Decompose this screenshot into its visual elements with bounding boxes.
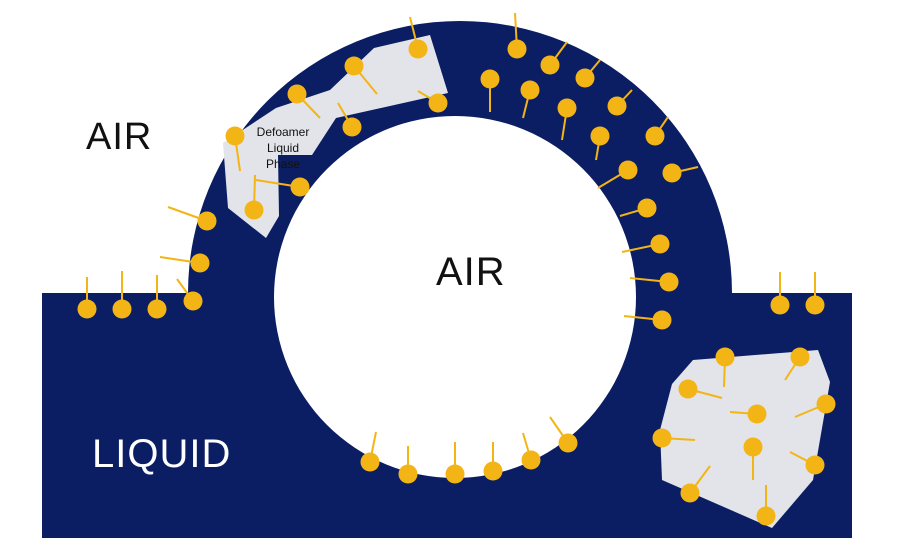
surfactant-head (608, 97, 627, 116)
surfactant-head (559, 434, 578, 453)
surfactant-head (591, 127, 610, 146)
surfactant-head (744, 438, 763, 457)
surfactant-head (541, 56, 560, 75)
surfactant-head (409, 40, 428, 59)
defoamer-label-line-1: Defoamer (248, 124, 318, 140)
surfactant-head (522, 451, 541, 470)
surfactant-head (716, 348, 735, 367)
surfactant-head (226, 127, 245, 146)
surfactant-head (78, 300, 97, 319)
surfactant-head (653, 429, 672, 448)
surfactant-head (681, 484, 700, 503)
surfactant-head (148, 300, 167, 319)
surfactant-head (663, 164, 682, 183)
surfactant-head (646, 127, 665, 146)
surfactant-head (113, 300, 132, 319)
surfactant-head (184, 292, 203, 311)
surfactant-head (619, 161, 638, 180)
surfactant-head (245, 201, 264, 220)
surfactant-head (757, 507, 776, 526)
surfactant-head (191, 254, 210, 273)
defoamer-label-line-2: Liquid (248, 140, 318, 156)
surfactant-head (481, 70, 500, 89)
surfactant-head (291, 178, 310, 197)
surfactant-head (651, 235, 670, 254)
air-outside-label: AIR (86, 116, 152, 159)
surfactant-head (660, 273, 679, 292)
surfactant-head (576, 69, 595, 88)
surfactant-head (638, 199, 657, 218)
surfactant-head (806, 456, 825, 475)
surfactant-head (521, 81, 540, 100)
surfactant-head (679, 380, 698, 399)
surfactant-head (806, 296, 825, 315)
air-bubble-label: AIR (436, 250, 506, 295)
surfactant-head (429, 94, 448, 113)
surfactant-head (791, 348, 810, 367)
surfactant-head (446, 465, 465, 484)
surfactant-head (198, 212, 217, 231)
defoamer-label: Defoamer Liquid Phase (248, 124, 318, 172)
surfactant-head (653, 311, 672, 330)
surfactant-head (771, 296, 790, 315)
surfactant-head (399, 465, 418, 484)
defoamer-label-line-3: Phase (248, 156, 318, 172)
surfactant-head (817, 395, 836, 414)
surfactant-head (345, 57, 364, 76)
surfactant-head (361, 453, 380, 472)
surfactant-head (558, 99, 577, 118)
liquid-label: LIQUID (92, 432, 231, 477)
surfactant-head (508, 40, 527, 59)
surfactant-head (288, 85, 307, 104)
surfactant-head (748, 405, 767, 424)
surfactant-head (343, 118, 362, 137)
surfactant-head (484, 462, 503, 481)
